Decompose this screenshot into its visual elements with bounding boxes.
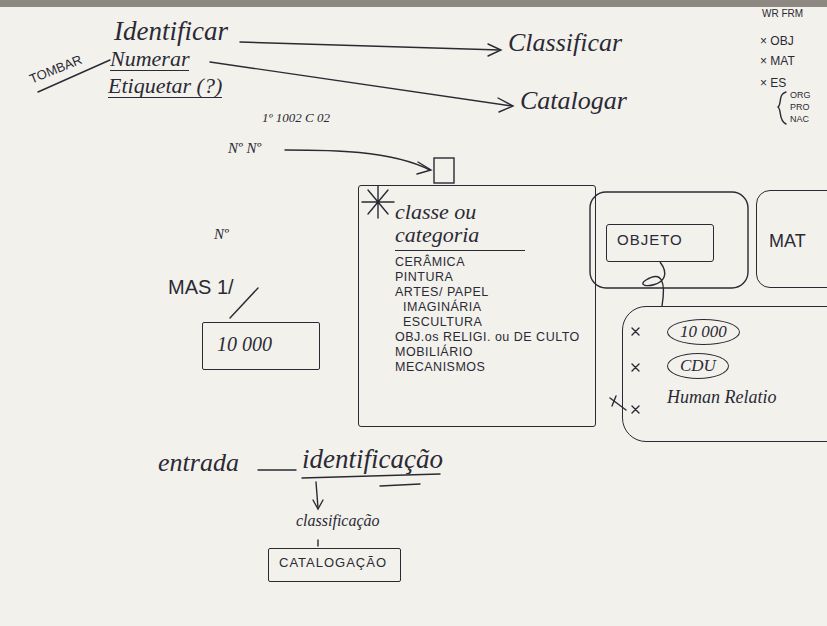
category-item: MECANISMOS: [395, 360, 585, 375]
category-item: OBJ.os RELIGI. ou DE CULTO: [395, 330, 585, 345]
spiral-connector: [643, 262, 665, 306]
category-item: MOBILIÁRIO: [395, 345, 585, 360]
sketch-note: ORG: [790, 90, 811, 100]
sketch-note: Catalogar: [520, 86, 627, 116]
category-item: IMAGINÁRIA: [395, 300, 585, 315]
cdu-box: 10 000CDU Human Relatio: [622, 306, 827, 442]
sketch-note: MAS 1/: [168, 276, 234, 299]
category-heading: classe ou categoria: [395, 200, 525, 251]
node-text: CATALOGAÇÃO: [279, 555, 390, 570]
object-box: OBJETO: [606, 224, 714, 262]
sketch-note: WR FRM: [762, 8, 803, 19]
node-text: CDU: [667, 353, 729, 379]
sketch-note: × OBJ: [760, 34, 794, 48]
node-text: 10 000: [667, 319, 740, 345]
sketch-note: × ES: [760, 76, 786, 90]
material-box: MAT: [756, 190, 827, 288]
sketch-note: 1º 1002 C 02: [262, 110, 330, 126]
node-text: 10 000: [217, 333, 305, 356]
sketch-note: identificação: [302, 444, 443, 475]
category-item: ESCULTURA: [395, 315, 585, 330]
sketch-note: Etiquetar (?): [108, 74, 222, 98]
sketch-note: PRO: [790, 102, 810, 112]
category-item: PINTURA: [395, 270, 585, 285]
sketch-note: Nº Nº: [228, 140, 261, 157]
category-item: ARTES/ PAPEL: [395, 285, 585, 300]
sketch-note: classificação: [296, 512, 380, 530]
node-text: Human Relatio: [667, 387, 777, 408]
node-text: OBJETO: [617, 231, 703, 248]
sketch-note: × MAT: [760, 54, 795, 68]
sketch-note: entrada: [158, 448, 239, 478]
node-text: MAT: [769, 231, 827, 252]
category-item: CERÂMICA: [395, 255, 585, 270]
sketch-note: Nº: [214, 226, 229, 243]
sketch-note: Classificar: [508, 28, 622, 58]
sketch-note: TOMBAR: [27, 52, 84, 87]
catalog-box: CATALOGAÇÃO: [268, 548, 401, 582]
sketch-note: Numerar: [110, 47, 189, 71]
sketch-note: NAC: [790, 114, 809, 124]
number-box: 10 000: [202, 322, 320, 370]
sketch-note: Identificar: [114, 16, 228, 47]
category-box: classe ou categoriaCERÂMICAPINTURAARTES/…: [358, 185, 596, 427]
